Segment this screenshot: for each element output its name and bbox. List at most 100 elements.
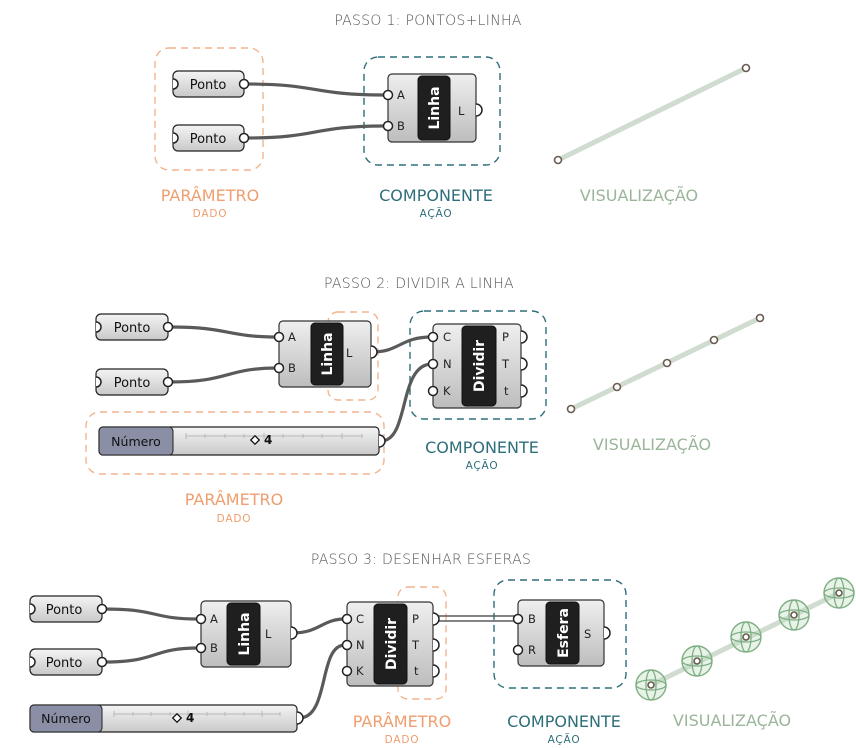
sphere-icon bbox=[823, 577, 855, 609]
parameter-sublabel: DADO bbox=[217, 513, 252, 525]
ponto-param[interactable]: Ponto bbox=[95, 368, 174, 396]
linha-output-l-port[interactable] bbox=[370, 345, 378, 359]
wire-linha-c bbox=[371, 335, 433, 354]
ponto-param[interactable]: Ponto bbox=[172, 124, 250, 152]
linha-input-b-port[interactable] bbox=[382, 120, 394, 132]
linha-input-a-port[interactable] bbox=[273, 331, 285, 343]
dividir-input-k-port[interactable] bbox=[341, 665, 353, 677]
wire-ponto-b bbox=[103, 646, 200, 664]
linha-component[interactable]: Linha A B L bbox=[382, 73, 483, 143]
esfera-input-b-port[interactable] bbox=[512, 613, 524, 625]
linha-component[interactable]: Linha A B L bbox=[195, 600, 298, 668]
ponto-input-grip bbox=[172, 78, 179, 90]
wire-ponto-a bbox=[103, 607, 200, 621]
numero-slider-label-bg bbox=[98, 426, 174, 456]
numero-slider[interactable]: Número 4 bbox=[29, 704, 304, 733]
ponto-output-port[interactable] bbox=[162, 376, 174, 388]
dividir-output-t-lower-port[interactable] bbox=[520, 384, 528, 398]
component-label: COMPONENTE bbox=[507, 712, 621, 731]
parameter-label: PARÂMETRO bbox=[185, 490, 283, 509]
dividir-input-c-port[interactable] bbox=[341, 613, 353, 625]
numero-slider-handle[interactable] bbox=[171, 712, 183, 724]
linha-component-title-block bbox=[417, 75, 451, 141]
dividir-output-t-lower-port[interactable] bbox=[432, 664, 440, 678]
ponto-label: Ponto bbox=[190, 132, 227, 147]
dividir-output-p-port[interactable] bbox=[520, 330, 528, 344]
linha-component-title-block bbox=[226, 602, 261, 666]
esfera-input-r-port[interactable] bbox=[512, 644, 524, 656]
linha-component[interactable]: Linha A B L bbox=[273, 320, 378, 388]
component-label: COMPONENTE bbox=[379, 186, 493, 205]
linha-component-title-block bbox=[310, 322, 344, 386]
component-sublabel: AÇÃO bbox=[420, 207, 453, 220]
preview-point bbox=[741, 63, 751, 73]
dividir-input-c-label: C bbox=[443, 330, 451, 344]
ponto-input-grip bbox=[29, 656, 36, 668]
linha-input-a-label: A bbox=[397, 88, 405, 102]
visualization-label: VISUALIZAÇÃO bbox=[593, 435, 711, 454]
ponto-param[interactable]: Ponto bbox=[29, 648, 108, 676]
ponto-label: Ponto bbox=[114, 376, 151, 391]
ponto-output-port[interactable] bbox=[162, 321, 174, 333]
ponto-label: Ponto bbox=[114, 321, 151, 336]
dividir-component[interactable]: Dividir C N K P T t bbox=[427, 323, 528, 409]
ponto-param[interactable]: Ponto bbox=[95, 313, 174, 341]
component-label: COMPONENTE bbox=[425, 438, 539, 457]
wire-ponto-a bbox=[169, 325, 279, 339]
preview-point bbox=[709, 335, 719, 345]
linha-component-name: Linha bbox=[320, 332, 336, 375]
ponto-input-grip bbox=[95, 321, 102, 333]
dividir-output-p-port[interactable] bbox=[432, 612, 440, 626]
linha-input-b-port[interactable] bbox=[273, 362, 285, 374]
numero-output-port[interactable] bbox=[378, 434, 386, 448]
dividir-output-t-port[interactable] bbox=[520, 357, 528, 371]
linha-output-l-port[interactable] bbox=[475, 103, 483, 117]
linha-input-a-label: A bbox=[288, 330, 296, 344]
dividir-component-title-block bbox=[461, 325, 497, 407]
linha-input-a-port[interactable] bbox=[382, 89, 394, 101]
ponto-output-port[interactable] bbox=[238, 78, 250, 90]
esfera-output-s-port[interactable] bbox=[603, 626, 611, 640]
dividir-input-k-port[interactable] bbox=[427, 385, 439, 397]
esfera-output-s-label: S bbox=[584, 627, 591, 641]
numero-output-port[interactable] bbox=[296, 711, 304, 725]
linha-output-l-port[interactable] bbox=[290, 626, 298, 640]
visualization-label: VISUALIZAÇÃO bbox=[673, 711, 791, 730]
esfera-component[interactable]: Esfera B R S bbox=[512, 599, 611, 667]
dividir-component-name: Dividir bbox=[472, 340, 488, 392]
wire-ponto-a bbox=[245, 82, 387, 97]
step-1: PASSO 1: PONTOS+LINHA Ponto Ponto Linha … bbox=[154, 13, 751, 220]
ponto-label: Ponto bbox=[46, 603, 83, 618]
numero-slider-handle[interactable] bbox=[249, 434, 261, 446]
dividir-component[interactable]: Dividir C N K P T t bbox=[341, 601, 440, 687]
ponto-label: Ponto bbox=[46, 656, 83, 671]
ponto-output-port[interactable] bbox=[96, 656, 108, 668]
dividir-input-n-port[interactable] bbox=[341, 639, 353, 651]
ponto-output-port[interactable] bbox=[96, 603, 108, 615]
dividir-input-n-port[interactable] bbox=[427, 358, 439, 370]
linha-input-a-port[interactable] bbox=[195, 613, 207, 625]
ponto-param[interactable]: Ponto bbox=[172, 70, 250, 98]
dividir-input-n-label: N bbox=[356, 638, 365, 652]
component-sublabel: AÇÃO bbox=[548, 733, 581, 746]
sphere-icon bbox=[778, 599, 810, 631]
ponto-param[interactable]: Ponto bbox=[29, 595, 108, 623]
dividir-output-t-label: T bbox=[411, 638, 420, 652]
linha-input-b-port[interactable] bbox=[195, 642, 207, 654]
numero-slider[interactable]: Número 4 bbox=[98, 426, 386, 456]
preview-point bbox=[755, 313, 765, 323]
linha-input-a-label: A bbox=[210, 612, 218, 626]
numero-slider-label: Número bbox=[41, 711, 91, 726]
visualization-label: VISUALIZAÇÃO bbox=[580, 186, 698, 205]
esfera-input-r-label: R bbox=[528, 643, 536, 657]
dividir-component-title-block bbox=[373, 603, 408, 685]
dividir-input-c-port[interactable] bbox=[427, 331, 439, 343]
ponto-input-grip bbox=[29, 603, 36, 615]
ponto-input-grip bbox=[95, 376, 102, 388]
ponto-output-port[interactable] bbox=[238, 132, 250, 144]
dividir-output-t-port[interactable] bbox=[432, 638, 440, 652]
dividir-input-n-label: N bbox=[443, 357, 452, 371]
numero-slider-label: Número bbox=[111, 434, 161, 449]
step-1-title: PASSO 1: PONTOS+LINHA bbox=[334, 13, 521, 29]
